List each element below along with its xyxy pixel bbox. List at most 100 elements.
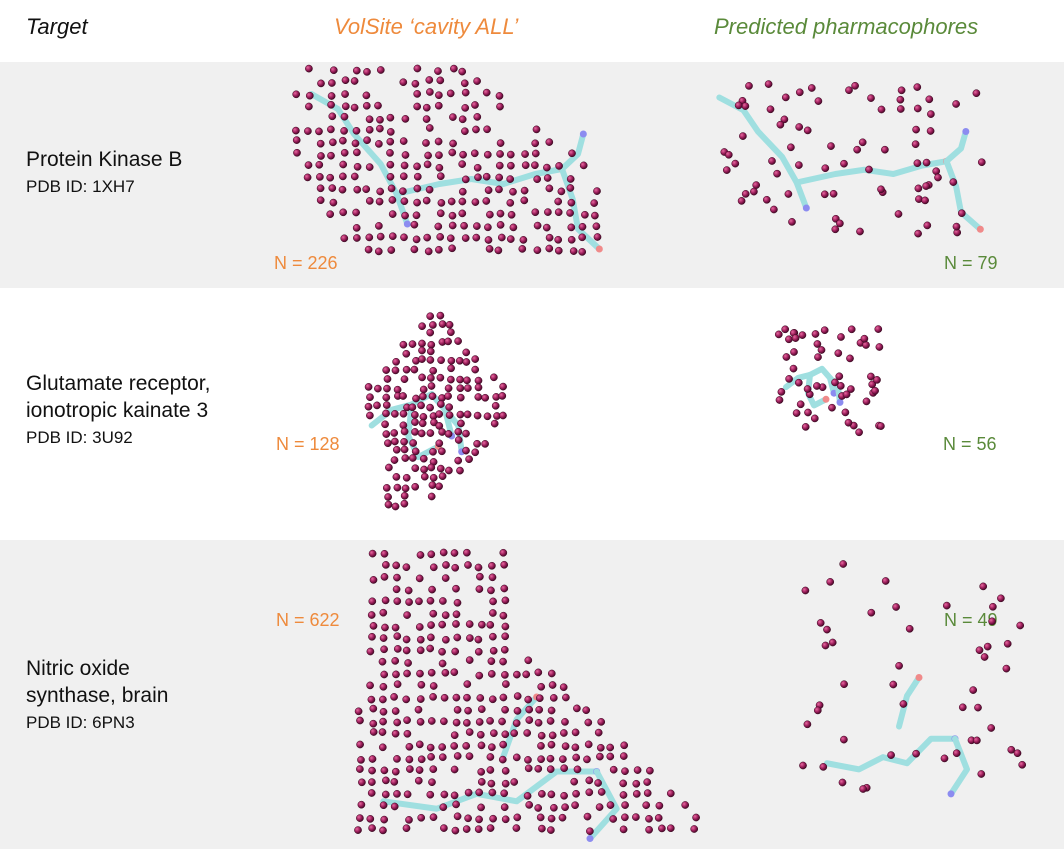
sphere-point — [496, 209, 505, 218]
sphere-point — [437, 356, 445, 365]
sphere-point — [538, 790, 546, 798]
ligand-atom — [403, 220, 411, 228]
sphere-point — [339, 160, 348, 169]
sphere-point — [388, 210, 397, 218]
sphere-point — [438, 447, 446, 456]
sphere-point — [500, 560, 509, 569]
sphere-point — [374, 247, 383, 256]
sphere-point — [813, 382, 821, 390]
sphere-point — [415, 597, 423, 606]
sphere-point — [356, 814, 364, 822]
sphere-point — [392, 357, 400, 366]
sphere-point — [913, 83, 922, 91]
sphere-point — [496, 139, 505, 147]
sphere-point — [499, 411, 507, 420]
sphere-point — [473, 163, 482, 172]
sphere-point — [366, 815, 375, 823]
sphere-point — [471, 365, 480, 374]
sphere-point — [383, 384, 391, 393]
sphere-point — [426, 596, 435, 605]
sphere-point — [487, 586, 495, 595]
sphere-point — [498, 717, 506, 726]
sphere-point — [387, 184, 396, 193]
sphere-point — [374, 101, 382, 110]
sphere-point — [476, 694, 485, 702]
sphere-point — [632, 813, 640, 821]
sphere-point — [567, 223, 576, 232]
sphere-point — [597, 788, 606, 796]
sphere-point — [400, 233, 408, 242]
sphere-point — [442, 635, 450, 644]
sphere-point — [819, 763, 828, 771]
sphere-point — [867, 608, 876, 617]
sphere-point — [524, 756, 532, 764]
sphere-point — [475, 585, 484, 593]
sphere-point — [379, 608, 388, 617]
sphere-point — [358, 778, 366, 787]
sphere-point — [403, 611, 411, 619]
sphere-point — [561, 742, 570, 751]
sphere-point — [472, 125, 480, 134]
sphere-point — [434, 67, 442, 75]
volsite-cavity-structure — [354, 548, 700, 843]
sphere-point — [584, 740, 593, 749]
sphere-point — [501, 632, 510, 641]
ligand-atom — [836, 398, 844, 406]
sphere-point — [327, 125, 335, 134]
sphere-point — [546, 765, 555, 774]
sphere-point — [379, 801, 388, 810]
sphere-point — [473, 222, 481, 230]
sphere-point — [458, 160, 467, 168]
sphere-point — [860, 334, 869, 343]
sphere-point — [447, 364, 455, 373]
sphere-point — [522, 670, 531, 679]
sphere-point — [594, 728, 603, 737]
sphere-point — [413, 198, 421, 207]
sphere-point — [847, 325, 856, 334]
sphere-point — [894, 210, 903, 218]
sphere-point — [422, 115, 431, 123]
sphere-point — [593, 187, 601, 195]
sphere-point — [519, 236, 528, 244]
sphere-point — [645, 825, 653, 834]
volsite-cavity-structure — [364, 311, 507, 511]
sphere-point — [621, 767, 629, 776]
sphere-point — [537, 755, 545, 764]
sphere-point — [403, 716, 411, 725]
sphere-point — [405, 742, 414, 751]
target-label: Protein Kinase B PDB ID: 1XH7 — [26, 146, 182, 200]
sphere-point — [437, 199, 446, 207]
sphere-point — [571, 728, 580, 737]
sphere-point — [352, 224, 361, 232]
sphere-point — [413, 90, 422, 98]
sphere-point — [384, 493, 392, 501]
sphere-point — [419, 454, 428, 463]
sphere-point — [506, 235, 515, 243]
sphere-point — [853, 145, 862, 154]
volsite-count: N = 226 — [274, 253, 338, 273]
sphere-point — [548, 681, 557, 689]
sphere-point — [483, 412, 492, 421]
sphere-point — [473, 77, 481, 85]
sphere-point — [381, 596, 390, 605]
sphere-point — [632, 790, 641, 798]
sphere-point — [596, 743, 605, 752]
sphere-point — [427, 753, 435, 761]
sphere-point — [810, 414, 819, 423]
sphere-point — [456, 393, 465, 402]
sphere-point — [609, 765, 618, 774]
sphere-point — [378, 657, 387, 666]
sphere-point — [867, 94, 875, 102]
sphere-point — [474, 825, 483, 834]
sphere-point — [500, 789, 509, 798]
target-label: Glutamate receptor, ionotropic kainate 3… — [26, 370, 210, 451]
sphere-point — [642, 801, 651, 810]
sphere-point — [501, 767, 510, 775]
sphere-point — [973, 736, 981, 745]
sphere-point — [484, 236, 493, 244]
sphere-point — [417, 429, 426, 438]
sphere-point — [445, 403, 454, 412]
sphere-point — [411, 79, 420, 88]
sphere-point — [399, 187, 407, 196]
sphere-point — [499, 382, 507, 391]
